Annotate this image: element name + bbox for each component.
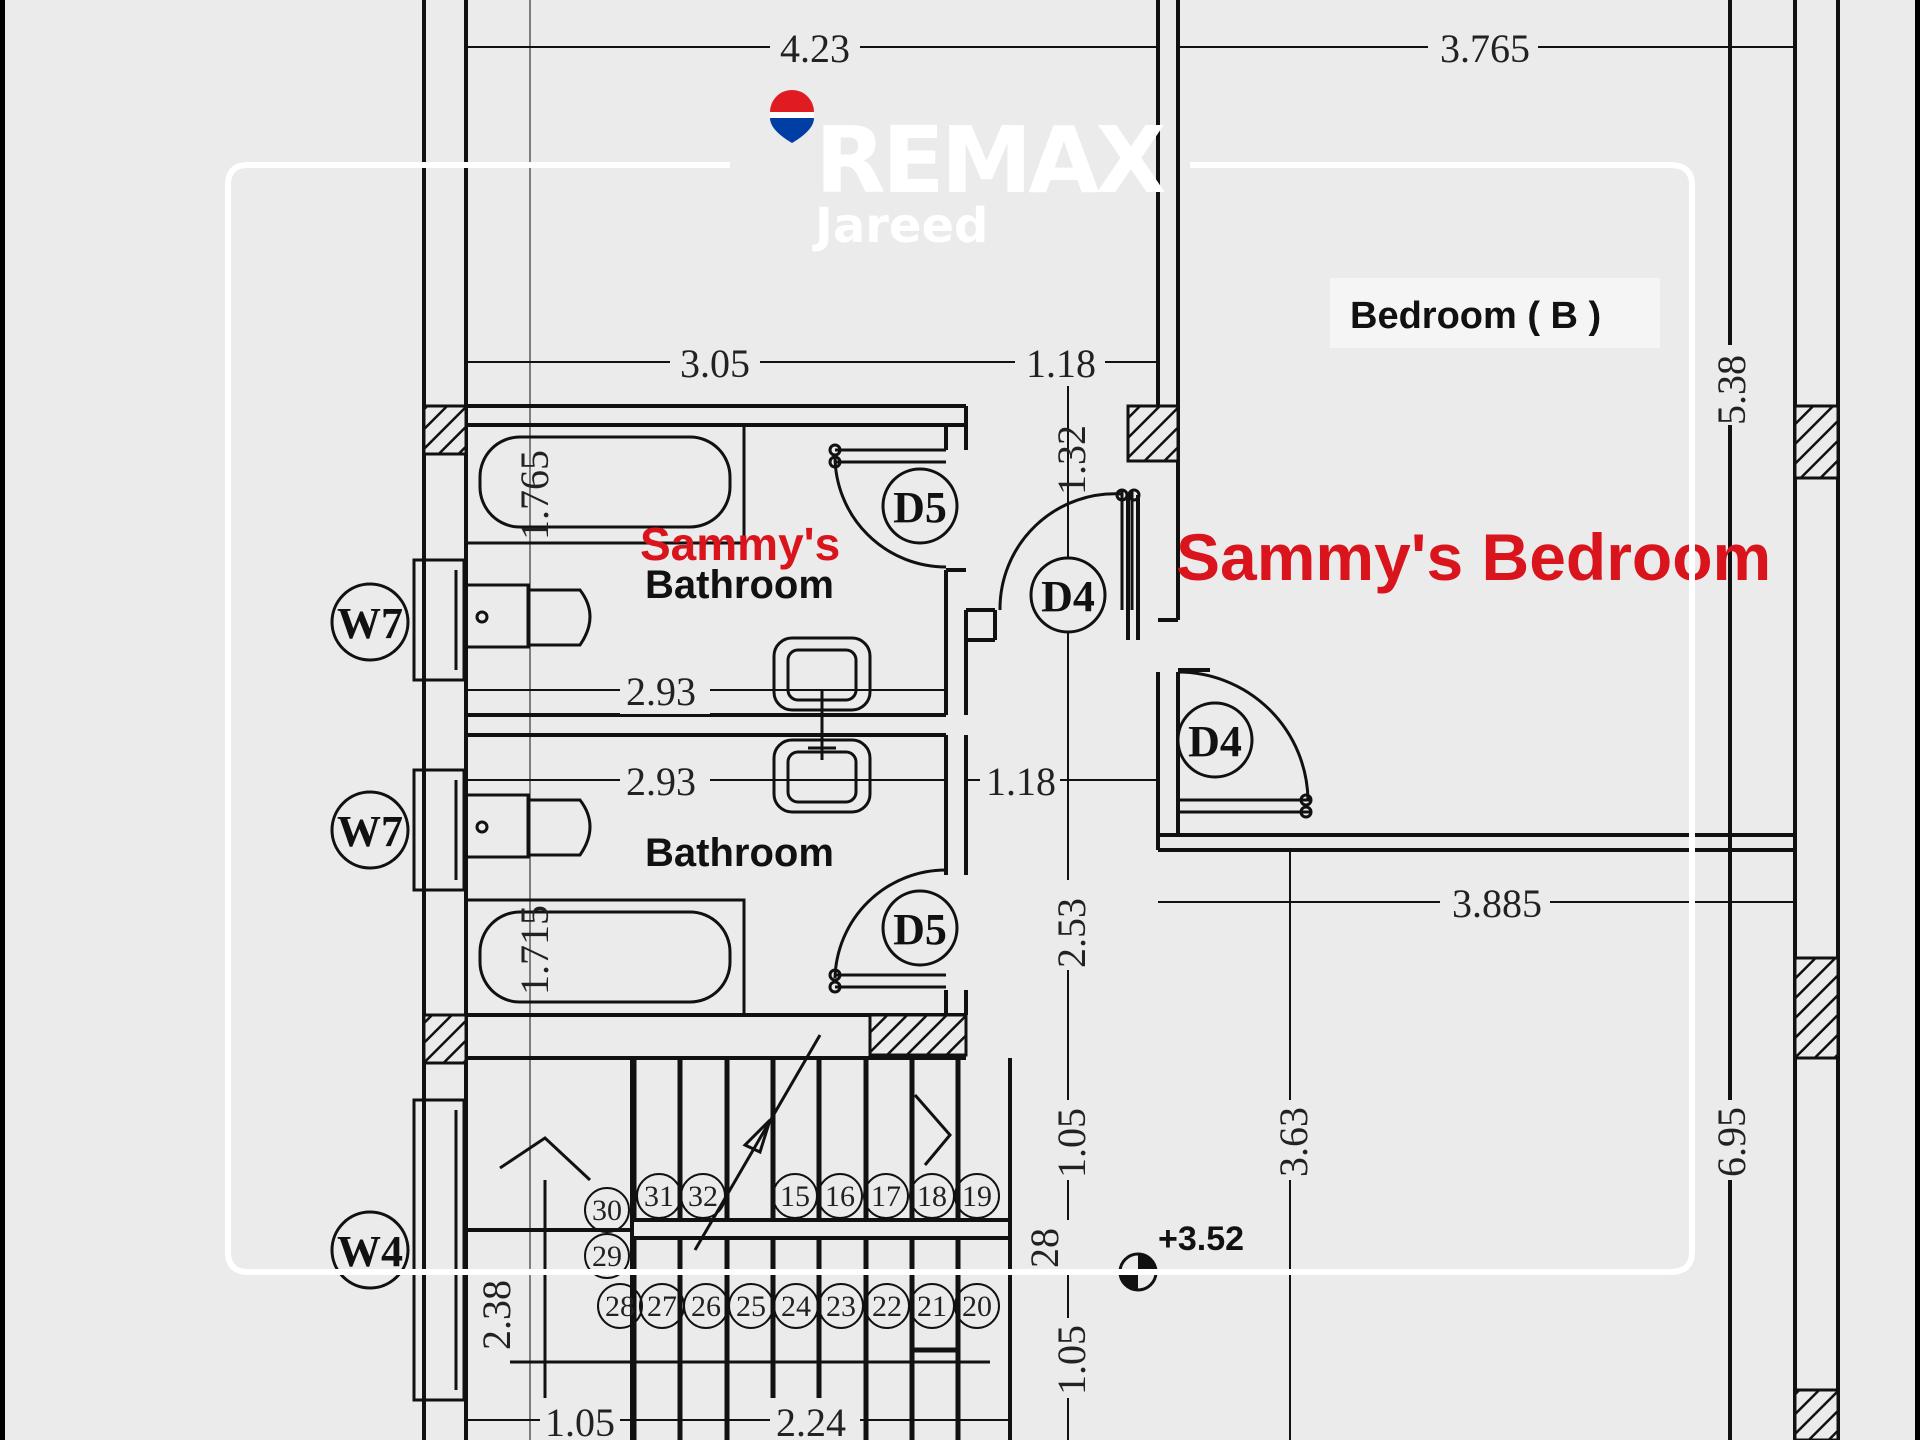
- tag-d4-mid: D4: [1029, 556, 1107, 634]
- svg-text:32: 32: [688, 1180, 718, 1213]
- dim-lower-room-height: 3.63: [1271, 1107, 1316, 1177]
- svg-text:25: 25: [736, 1290, 766, 1323]
- windows: [412, 558, 466, 1402]
- dim-corridor-lower: 2.53: [1049, 898, 1094, 968]
- dimension-labels: 4.23 3.765 3.05 1.18 1.32 5.38 1.765 2.9…: [474, 22, 1754, 1440]
- balloon-icon: [770, 90, 814, 143]
- label-sammys-bathroom-2: Bathroom: [645, 563, 834, 607]
- label-sammys-bedroom: Sammy's Bedroom: [1176, 520, 1771, 594]
- svg-text:D4: D4: [1041, 572, 1095, 621]
- svg-text:30: 30: [592, 1194, 622, 1227]
- svg-text:15: 15: [780, 1180, 810, 1213]
- dim-corridor-1-05b: 1.05: [1049, 1325, 1094, 1395]
- dim-corridor-width: 1.18: [986, 759, 1056, 804]
- dim-bottom-mid: 2.24: [776, 1400, 846, 1440]
- dim-mid-left: 3.05: [680, 341, 750, 386]
- watermark-frame: [225, 162, 1695, 1275]
- svg-text:20: 20: [962, 1290, 992, 1323]
- dim-top-left: 4.23: [780, 26, 850, 71]
- dim-mid-right: 1.18: [1026, 341, 1096, 386]
- door-swings: [828, 443, 1313, 994]
- walls: [422, 0, 1840, 1440]
- dim-right-height: 5.38: [1709, 355, 1754, 425]
- svg-text:17: 17: [871, 1180, 901, 1213]
- tag-w7-bottom: W7: [330, 790, 410, 870]
- toilet-bottom: [464, 793, 592, 859]
- svg-text:D5: D5: [893, 905, 947, 954]
- stair-number-circles: [584, 1173, 1000, 1329]
- watermark-office: Jareed: [812, 198, 988, 254]
- svg-text:22: 22: [872, 1290, 902, 1323]
- svg-text:18: 18: [917, 1180, 947, 1213]
- svg-text:29: 29: [592, 1240, 622, 1273]
- svg-text:W7: W7: [337, 599, 403, 648]
- dim-bath2-width: 2.93: [626, 759, 696, 804]
- svg-text:D4: D4: [1188, 717, 1242, 766]
- label-bedroom-b: Bedroom ( B ): [1350, 295, 1601, 337]
- dim-bottom-left: 1.05: [545, 1400, 615, 1440]
- svg-text:31: 31: [644, 1180, 674, 1213]
- svg-text:26: 26: [691, 1290, 721, 1323]
- svg-text:23: 23: [826, 1290, 856, 1323]
- svg-text:21: 21: [917, 1290, 947, 1323]
- dim-bath2-tub: 1.715: [512, 905, 557, 995]
- tag-w7-top: W7: [330, 582, 410, 662]
- dim-far-right-height: 6.95: [1709, 1107, 1754, 1177]
- bath-partitions: [466, 425, 745, 1015]
- tag-d5-bottom: D5: [881, 889, 959, 967]
- dim-bath1-width: 2.93: [626, 669, 696, 714]
- level-label: +3.52: [1158, 1220, 1244, 1258]
- dim-corridor-vertical: 1.32: [1049, 425, 1094, 495]
- remax-watermark: REMAX Jareed: [225, 90, 1695, 1275]
- svg-text:28: 28: [605, 1290, 635, 1323]
- dim-top-right: 3.765: [1440, 26, 1530, 71]
- svg-text:19: 19: [962, 1180, 992, 1213]
- svg-text:27: 27: [647, 1290, 677, 1323]
- columns: [422, 404, 1840, 1440]
- dim-stair-28: 28: [1022, 1228, 1067, 1268]
- room-labels: Bedroom ( B ) Sammy's Bedroom Sammy's Ba…: [640, 278, 1771, 875]
- element-tags: D5 D4 D4 D5 W7 W7 W4: [330, 467, 1254, 1290]
- dim-stair-height: 2.38: [474, 1280, 519, 1350]
- label-sammys-bathroom-1: Sammy's: [640, 518, 840, 570]
- dim-corridor-1-05a: 1.05: [1049, 1108, 1094, 1178]
- label-bathroom: Bathroom: [645, 831, 834, 875]
- svg-text:D5: D5: [893, 483, 947, 532]
- stair-numbers: 30 31 32 15 16 17 18 19 29 28 27 26 25 2…: [592, 1180, 992, 1323]
- svg-text:16: 16: [825, 1180, 855, 1213]
- sinks: [772, 636, 872, 814]
- toilet-top: [464, 583, 592, 649]
- svg-text:W7: W7: [337, 807, 403, 856]
- level-marker: +3.52: [1118, 1220, 1244, 1292]
- tag-w4: W4: [330, 1210, 410, 1290]
- dim-lower-right-width: 3.885: [1452, 881, 1542, 926]
- watermark-brand: REMAX: [815, 107, 1165, 214]
- tag-d5-top: D5: [881, 467, 959, 545]
- tag-d4-right: D4: [1176, 701, 1254, 779]
- dim-bath1-tub: 1.765: [512, 450, 557, 540]
- svg-text:24: 24: [781, 1290, 811, 1323]
- svg-text:W4: W4: [337, 1227, 403, 1276]
